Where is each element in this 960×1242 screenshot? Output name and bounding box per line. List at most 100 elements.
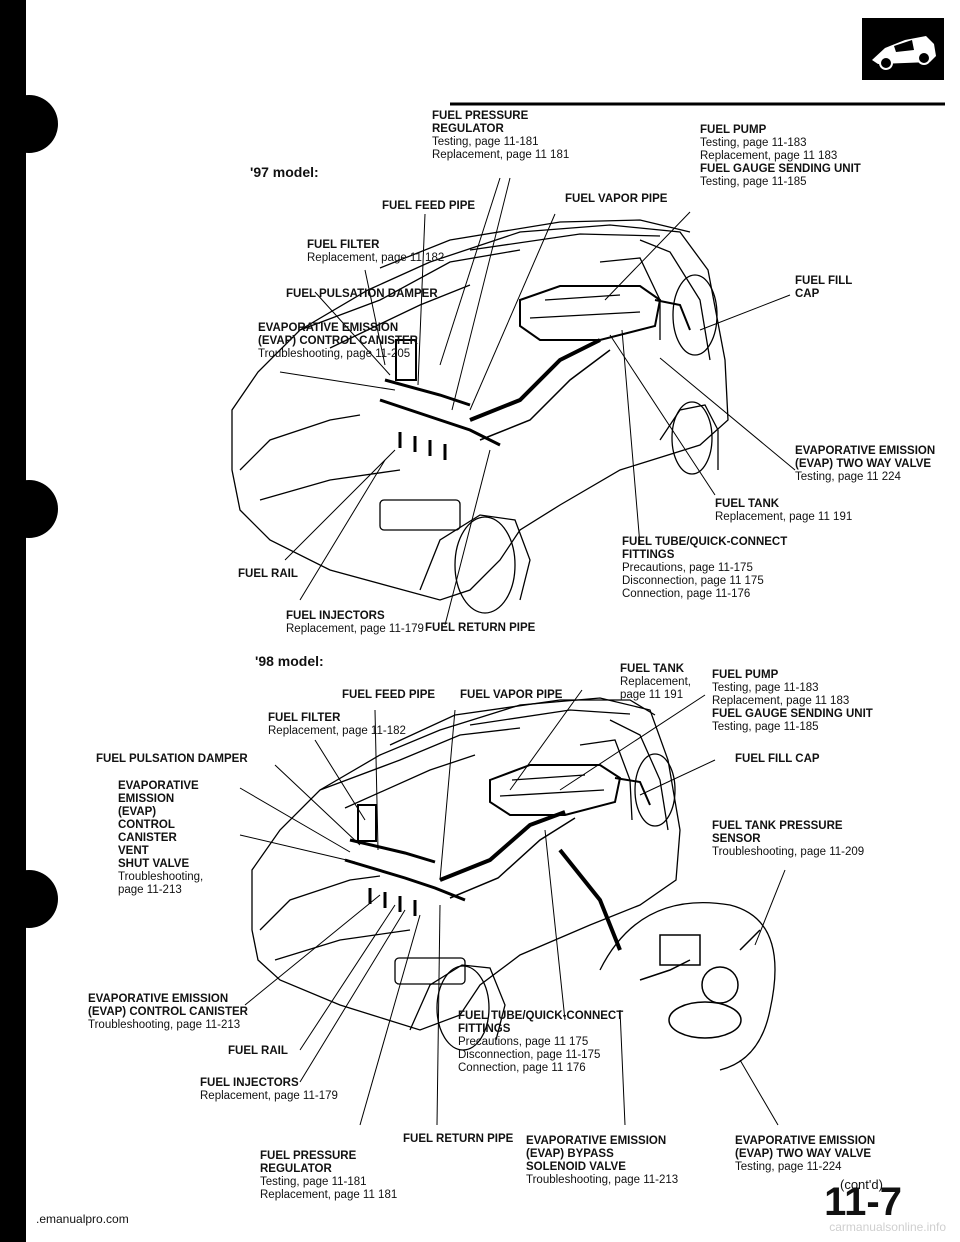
title-line: (EVAP) BYPASS xyxy=(526,1148,614,1160)
fuel-tank-pressure-sensor-98: FUEL TANK PRESSURE SENSOR Troubleshootin… xyxy=(712,820,864,859)
title-line: FUEL PUMP xyxy=(700,124,767,136)
title-line: VENT xyxy=(118,845,149,857)
watermark: carmanualsonline.info xyxy=(829,1220,946,1234)
fuel-pressure-regulator-97: FUEL PRESSURE REGULATOR Testing, page 11… xyxy=(432,110,569,162)
evap-canister-98: EVAPORATIVE EMISSION (EVAP) CONTROL CANI… xyxy=(88,993,248,1032)
page-ref: Replacement, page 11 182 xyxy=(307,252,445,264)
quick-connect-97: FUEL TUBE/QUICK-CONNECT FITTINGS Precaut… xyxy=(622,536,787,601)
fuel-pressure-regulator-98: FUEL PRESSURE REGULATOR Testing, page 11… xyxy=(260,1150,397,1202)
page-ref: Testing, page 11-183 xyxy=(712,682,819,694)
evap-bypass-solenoid-98: EVAPORATIVE EMISSION (EVAP) BYPASS SOLEN… xyxy=(526,1135,678,1187)
title-line: CONTROL xyxy=(118,819,175,831)
fuel-tank-97: FUEL TANK Replacement, page 11 191 xyxy=(715,498,852,524)
page-ref: Testing, page 11-224 xyxy=(735,1161,842,1173)
title-line: (EVAP) CONTROL CANISTER xyxy=(258,335,418,347)
fuel-pulsation-damper-98: FUEL PULSATION DAMPER xyxy=(96,753,248,765)
title-line: FUEL PUMP xyxy=(712,669,779,681)
vehicle-98 xyxy=(251,697,776,1071)
title-line: CANISTER xyxy=(118,832,177,844)
title-line: FUEL GAUGE SENDING UNIT xyxy=(700,163,861,175)
fuel-injectors-98: FUEL INJECTORS Replacement, page 11-179 xyxy=(200,1077,338,1103)
title-line: SOLENOID VALVE xyxy=(526,1161,626,1173)
title-line: FUEL TANK xyxy=(620,663,685,675)
page-ref: Connection, page 11-176 xyxy=(622,588,751,600)
title-line: EVAPORATIVE xyxy=(118,780,199,792)
title-line: REGULATOR xyxy=(432,123,504,135)
page-ref: Replacement, xyxy=(620,676,691,688)
title-line: FUEL FILTER xyxy=(268,712,341,724)
page-ref: Connection, page 11 176 xyxy=(458,1062,586,1074)
fuel-tank-98: FUEL TANK Replacement, page 11 191 xyxy=(620,663,691,702)
page-ref: Testing, page 11-185 xyxy=(712,721,819,733)
title-line: FUEL INJECTORS xyxy=(286,610,385,622)
page-ref: Disconnection, page 11-175 xyxy=(458,1049,601,1061)
page-ref: Replacement, page 11-182 xyxy=(268,725,406,737)
title-line: EVAPORATIVE EMISSION xyxy=(526,1135,667,1147)
page-ref: Testing, page 11-183 xyxy=(700,137,807,149)
page-ref: Precautions, page 11-175 xyxy=(622,562,753,574)
fuel-pump-98: FUEL PUMP Testing, page 11-183 Replaceme… xyxy=(712,669,873,734)
page-ref: Troubleshooting, page 11-213 xyxy=(526,1174,679,1186)
page-ref: Testing, page 11-181 xyxy=(432,136,539,148)
title-line: EVAPORATIVE EMISSION xyxy=(795,445,936,457)
binding-edge xyxy=(0,0,26,1242)
leader-lines-97 xyxy=(279,177,796,626)
title-line: SHUT VALVE xyxy=(118,858,190,870)
title-line: (EVAP) xyxy=(118,806,157,818)
title-line: (EVAP) CONTROL CANISTER xyxy=(88,1006,248,1018)
title-line: FUEL TUBE/QUICK-CONNECT xyxy=(458,1010,624,1022)
punch-hole-3 xyxy=(0,870,58,928)
quick-connect-98: FUEL TUBE/QUICK-CONNECT FITTINGS Precaut… xyxy=(458,1010,623,1075)
title-line: REGULATOR xyxy=(260,1163,332,1175)
title-line: FUEL INJECTORS xyxy=(200,1077,299,1089)
page-ref: Replacement, page 11 183 xyxy=(712,695,850,707)
title-line: EVAPORATIVE EMISSION xyxy=(735,1135,876,1147)
model-98-heading: '98 model: xyxy=(255,653,324,669)
fuel-pump-97: FUEL PUMP Testing, page 11-183 Replaceme… xyxy=(700,124,861,189)
punch-hole-1 xyxy=(0,95,58,153)
title-line: FUEL TUBE/QUICK-CONNECT xyxy=(622,536,788,548)
fuel-feed-pipe-97: FUEL FEED PIPE xyxy=(382,200,476,212)
fuel-fill-cap-98: FUEL FILL CAP xyxy=(735,753,820,765)
page-ref: Replacement, page 11 191 xyxy=(715,511,853,523)
fuel-return-pipe-97: FUEL RETURN PIPE xyxy=(425,622,536,634)
model-97-heading: '97 model: xyxy=(250,164,319,180)
title-line: SENSOR xyxy=(712,833,761,845)
source-url[interactable]: .emanualpro.com xyxy=(36,1212,129,1226)
vehicle-97 xyxy=(231,219,729,614)
page-ref: Replacement, page 11 183 xyxy=(700,150,838,162)
fuel-rail-98: FUEL RAIL xyxy=(228,1045,288,1057)
title-line: FUEL PRESSURE xyxy=(432,110,529,122)
title-line: FUEL GAUGE SENDING UNIT xyxy=(712,708,873,720)
evap-two-way-98: EVAPORATIVE EMISSION (EVAP) TWO WAY VALV… xyxy=(735,1135,875,1174)
page-ref: Testing, page 11-181 xyxy=(260,1176,367,1188)
page-ref: Troubleshooting, page 11-213 xyxy=(88,1019,241,1031)
title-line: FUEL FILTER xyxy=(307,239,380,251)
fuel-filter-97: FUEL FILTER Replacement, page 11 182 xyxy=(307,239,444,265)
page-ref: Troubleshooting, page 11-209 xyxy=(712,846,865,858)
fuel-pulsation-damper-97: FUEL PULSATION DAMPER xyxy=(286,288,438,300)
title-line: FITTINGS xyxy=(622,549,675,561)
evap-canister-97: EVAPORATIVE EMISSION (EVAP) CONTROL CANI… xyxy=(258,322,418,361)
fuel-return-pipe-98: FUEL RETURN PIPE xyxy=(403,1133,514,1145)
leader-lines-98 xyxy=(239,689,786,1126)
page-ref: page 11 191 xyxy=(620,689,684,701)
page-ref: Replacement, page 11 181 xyxy=(432,149,570,161)
title-line: EVAPORATIVE EMISSION xyxy=(88,993,229,1005)
title-line: FUEL TANK xyxy=(715,498,780,510)
fuel-filter-98: FUEL FILTER Replacement, page 11-182 xyxy=(268,712,406,738)
fuel-fill-cap-97: FUEL FILL CAP xyxy=(795,275,852,301)
page-ref: Precautions, page 11 175 xyxy=(458,1036,589,1048)
page-number: 11-7 xyxy=(824,1180,902,1224)
title-line: EVAPORATIVE EMISSION xyxy=(258,322,399,334)
fuel-injectors-97: FUEL INJECTORS Replacement, page 11-179 xyxy=(286,610,424,636)
title-line: CAP xyxy=(795,288,820,300)
page-ref: page 11-213 xyxy=(118,884,182,896)
title-line: FUEL TANK PRESSURE xyxy=(712,820,843,832)
title-line: (EVAP) TWO WAY VALVE xyxy=(795,458,932,470)
continued-note: (cont'd) xyxy=(840,1177,883,1192)
fuel-vapor-pipe-98: FUEL VAPOR PIPE xyxy=(460,689,563,701)
title-line: (EVAP) TWO WAY VALVE xyxy=(735,1148,872,1160)
title-line: FITTINGS xyxy=(458,1023,511,1035)
